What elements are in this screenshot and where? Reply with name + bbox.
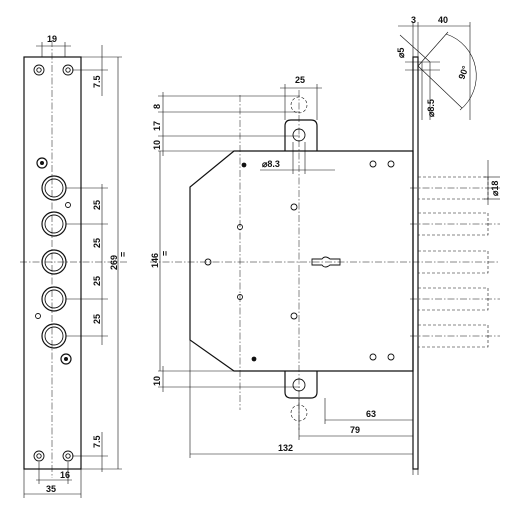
case-hole	[241, 162, 247, 168]
bolt-hole	[41, 175, 67, 201]
top-boss	[284, 119, 318, 151]
dim-pitch-4: 25	[92, 314, 102, 324]
bolt	[418, 250, 489, 274]
case-hole	[237, 224, 243, 230]
dim-bottom-boss: 10	[152, 376, 162, 386]
bolt-hole	[41, 323, 67, 349]
dim-projection: 40	[438, 15, 448, 25]
bolt-hole	[44, 178, 64, 198]
small-hole	[35, 313, 41, 319]
bottom-boss	[284, 371, 318, 399]
screw-hole	[33, 450, 45, 462]
small-hole	[65, 202, 71, 208]
dim-top-offset: 7.5	[92, 75, 102, 88]
bolt-hole	[44, 214, 64, 234]
dim-boss-lower: 10	[152, 140, 162, 150]
dim-bottom-offset: 7.5	[92, 435, 102, 448]
angle-arc	[445, 33, 477, 111]
bolt-hole	[41, 286, 67, 312]
dim-hole-dia: ⌀8.3	[262, 159, 280, 169]
dim-backset-79: 79	[350, 425, 360, 435]
screw-hole	[33, 64, 45, 76]
screw-hole	[62, 64, 74, 76]
bolt-hole	[44, 326, 64, 346]
screw-hole	[36, 67, 42, 73]
lock-body: 25 8 17 10 ⌀8.3 146 = 10 63 79 132	[150, 75, 500, 458]
dim-body-half-mark: =	[160, 251, 170, 256]
dim-height: 269	[109, 255, 119, 270]
faceplate-outline	[23, 56, 82, 470]
dim-body-height: 146	[150, 253, 160, 268]
dim-width: 35	[46, 484, 56, 494]
keyhole	[311, 256, 341, 268]
dim-pitch-2: 25	[92, 238, 102, 248]
fixing-screw	[60, 353, 72, 365]
bolt-hole	[41, 211, 67, 237]
dim-hole-8-5: ⌀8.5	[426, 99, 436, 117]
dim-front-thickness: 3	[411, 15, 416, 25]
dim-total-132: 132	[278, 443, 293, 453]
dim-small-hole: ⌀5	[396, 48, 406, 58]
case-hole	[290, 312, 298, 320]
fixing-screw	[36, 157, 48, 169]
bolt-hole	[44, 289, 64, 309]
fixing-screw	[64, 357, 68, 361]
case-hole	[204, 258, 212, 266]
dim-pitch-1: 25	[92, 200, 102, 210]
dim-top-width: 19	[47, 34, 57, 44]
dim-boss-width: 25	[295, 75, 305, 85]
front-plate	[412, 56, 419, 470]
dim-bolt-dia: ⌀18	[490, 181, 500, 196]
case-hole	[369, 160, 377, 168]
screw-hole	[36, 453, 42, 459]
dim-half-mark: =	[118, 252, 128, 257]
front-plate-and-bolts: ⌀18 3 40 ⌀5 ⌀8.5 90°	[396, 15, 500, 475]
case-hole	[251, 356, 257, 362]
dim-bottom-inner: 16	[60, 470, 70, 480]
fixing-screw	[40, 161, 44, 165]
case-hole	[387, 353, 395, 361]
dim-angle: 90°	[456, 64, 470, 81]
screw-hole	[65, 67, 71, 73]
case-hole	[237, 294, 243, 300]
dim-boss-top: 8	[152, 104, 162, 109]
faceplate-screw-holes	[33, 64, 74, 462]
case-hole	[387, 160, 395, 168]
lock-case-outline	[189, 150, 414, 372]
case-hole	[369, 353, 377, 361]
case-hole	[290, 203, 298, 211]
dim-boss-mid: 17	[152, 121, 162, 131]
screw-hole	[62, 450, 74, 462]
dim-backset-63: 63	[366, 409, 376, 419]
dim-pitch-3: 25	[92, 276, 102, 286]
screw-hole	[65, 453, 71, 459]
faceplate: 19 7.5 25 25 25 25 269 = 7.5 16 35	[20, 34, 128, 498]
